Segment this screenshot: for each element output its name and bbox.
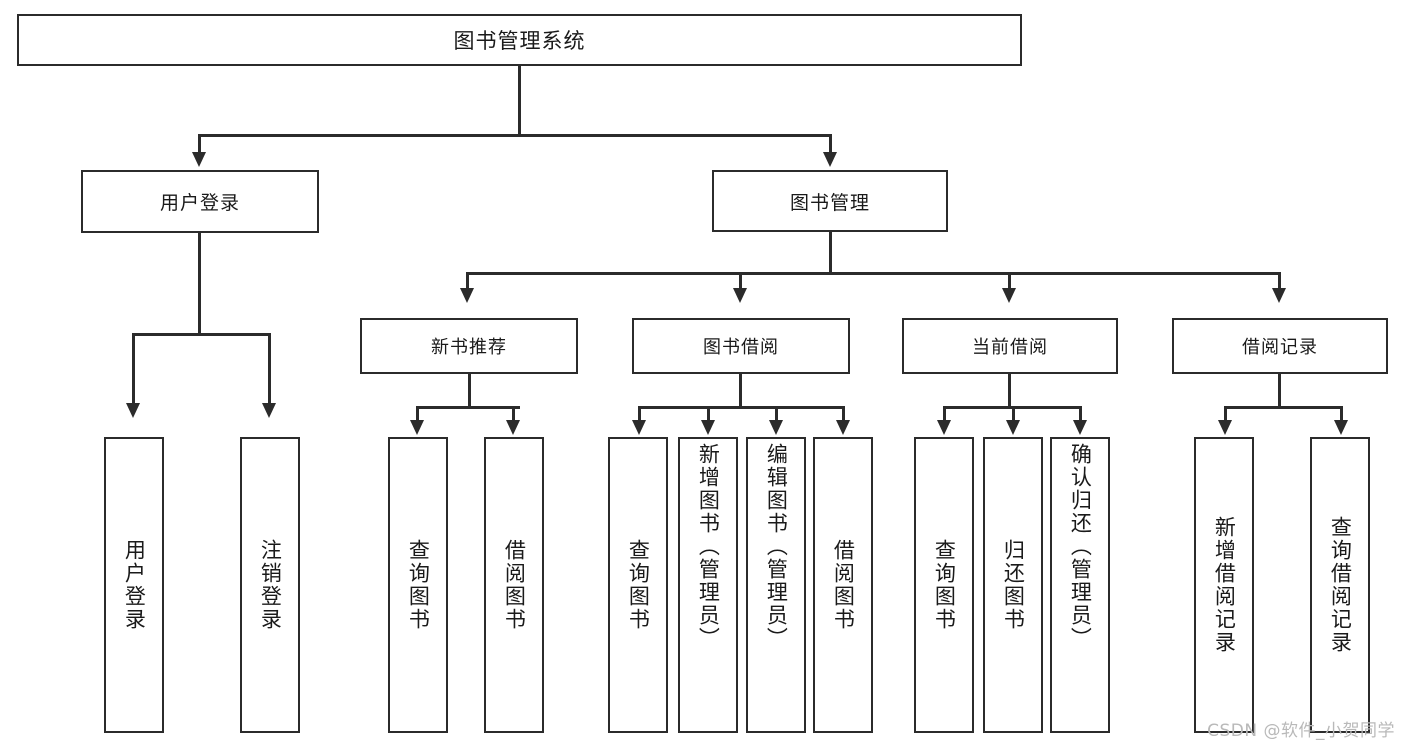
connector-book-borrow-bus bbox=[638, 406, 844, 409]
arrow-leaf-new-book-2 bbox=[506, 420, 520, 435]
node-root-system[interactable]: 图书管理系统 bbox=[17, 14, 1022, 66]
connector-book-borrow-drop-4 bbox=[842, 406, 845, 422]
leaf-book-borrow-query-books[interactable]: 查询图书 bbox=[608, 437, 668, 733]
arrow-to-book-borrow bbox=[733, 288, 747, 303]
node-book-management[interactable]: 图书管理 bbox=[712, 170, 948, 232]
arrow-leaf-book-borrow-2 bbox=[701, 420, 715, 435]
leaf-book-borrow-add-book-admin[interactable]: 新增图书（管理员） bbox=[678, 437, 738, 733]
arrow-to-new-book-recommend bbox=[460, 288, 474, 303]
leaf-current-borrow-confirm-return-admin[interactable]: 确认归还（管理员） bbox=[1050, 437, 1110, 733]
connector-book-borrow-drop-3 bbox=[775, 406, 778, 422]
connector-current-borrow-drop-2 bbox=[1012, 406, 1015, 422]
leaf-borrow-record-add-record[interactable]: 新增借阅记录 bbox=[1194, 437, 1254, 733]
connector-root-to-user-login bbox=[198, 134, 201, 156]
arrow-leaf-current-borrow-1 bbox=[937, 420, 951, 435]
connector-book-mgmt-bus bbox=[466, 272, 1280, 275]
leaf-label: 用户登录 bbox=[122, 539, 147, 631]
connector-book-mgmt-drop-4 bbox=[1278, 272, 1281, 290]
node-book-borrow[interactable]: 图书借阅 bbox=[632, 318, 850, 374]
leaf-label: 确认归还（管理员） bbox=[1068, 443, 1093, 650]
node-label: 借阅记录 bbox=[1242, 337, 1318, 358]
leaf-label: 借阅图书 bbox=[831, 539, 856, 631]
connector-book-borrow-stem bbox=[739, 374, 742, 408]
leaf-book-borrow-edit-book-admin[interactable]: 编辑图书（管理员） bbox=[746, 437, 806, 733]
connector-user-login-drop-2 bbox=[268, 333, 271, 405]
node-label: 图书管理 bbox=[789, 191, 870, 214]
arrow-to-current-borrow bbox=[1002, 288, 1016, 303]
leaf-label: 编辑图书（管理员） bbox=[764, 443, 789, 650]
connector-book-mgmt-stem bbox=[829, 232, 832, 274]
connector-book-mgmt-drop-1 bbox=[466, 272, 469, 290]
connector-book-borrow-drop-2 bbox=[707, 406, 710, 422]
leaf-label: 查询图书 bbox=[626, 539, 651, 631]
arrow-leaf-user-login-2 bbox=[262, 403, 276, 418]
leaf-label: 借阅图书 bbox=[502, 539, 527, 631]
arrow-leaf-borrow-record-1 bbox=[1218, 420, 1232, 435]
connector-new-book-stem bbox=[468, 374, 471, 408]
node-user-login[interactable]: 用户登录 bbox=[81, 170, 319, 233]
leaf-label: 查询图书 bbox=[406, 539, 431, 631]
node-label: 用户登录 bbox=[159, 192, 240, 214]
node-current-borrow[interactable]: 当前借阅 bbox=[902, 318, 1118, 374]
leaf-user-login-login[interactable]: 用户登录 bbox=[104, 437, 164, 733]
connector-new-book-drop-1 bbox=[416, 406, 419, 422]
connector-new-book-bus bbox=[416, 406, 520, 409]
connector-book-borrow-drop-1 bbox=[638, 406, 641, 422]
csdn-watermark: CSDN @软件_小贺同学 bbox=[1207, 721, 1395, 741]
leaf-user-login-logout[interactable]: 注销登录 bbox=[240, 437, 300, 733]
node-new-book-recommend[interactable]: 新书推荐 bbox=[360, 318, 578, 374]
arrow-to-book-mgmt bbox=[823, 152, 837, 167]
connector-root-bus bbox=[198, 134, 832, 137]
leaf-new-book-borrow-books[interactable]: 借阅图书 bbox=[484, 437, 544, 733]
leaf-label: 查询借阅记录 bbox=[1328, 516, 1353, 654]
connector-current-borrow-bus bbox=[943, 406, 1079, 409]
connector-current-borrow-drop-3 bbox=[1079, 406, 1082, 422]
node-label: 图书管理系统 bbox=[453, 29, 586, 53]
connector-current-borrow-drop-1 bbox=[943, 406, 946, 422]
arrow-leaf-current-borrow-2 bbox=[1006, 420, 1020, 435]
leaf-label: 归还图书 bbox=[1001, 539, 1026, 631]
connector-borrow-record-bus bbox=[1224, 406, 1342, 409]
connector-root-stem bbox=[518, 66, 521, 136]
arrow-to-borrow-record bbox=[1272, 288, 1286, 303]
node-borrow-record[interactable]: 借阅记录 bbox=[1172, 318, 1388, 374]
leaf-current-borrow-query-books[interactable]: 查询图书 bbox=[914, 437, 974, 733]
arrow-leaf-book-borrow-3 bbox=[769, 420, 783, 435]
connector-root-to-book-mgmt bbox=[829, 134, 832, 156]
leaf-label: 新增借阅记录 bbox=[1212, 516, 1237, 654]
arrow-leaf-borrow-record-2 bbox=[1334, 420, 1348, 435]
leaf-borrow-record-query-record[interactable]: 查询借阅记录 bbox=[1310, 437, 1370, 733]
leaf-new-book-query-books[interactable]: 查询图书 bbox=[388, 437, 448, 733]
connector-borrow-record-stem bbox=[1278, 374, 1281, 408]
node-label: 新书推荐 bbox=[431, 337, 507, 358]
arrow-leaf-new-book-1 bbox=[410, 420, 424, 435]
leaf-label: 注销登录 bbox=[258, 539, 283, 631]
connector-book-mgmt-drop-2 bbox=[739, 272, 742, 290]
connector-new-book-drop-2 bbox=[512, 406, 515, 422]
leaf-current-borrow-return-books[interactable]: 归还图书 bbox=[983, 437, 1043, 733]
node-label: 当前借阅 bbox=[972, 337, 1048, 358]
arrow-leaf-book-borrow-1 bbox=[632, 420, 646, 435]
connector-user-login-drop-1 bbox=[132, 333, 135, 405]
connector-book-mgmt-drop-3 bbox=[1008, 272, 1011, 290]
leaf-label: 新增图书（管理员） bbox=[696, 443, 721, 650]
arrow-leaf-current-borrow-3 bbox=[1073, 420, 1087, 435]
connector-user-login-stem bbox=[198, 233, 201, 335]
arrow-leaf-book-borrow-4 bbox=[836, 420, 850, 435]
connector-user-login-bus bbox=[132, 333, 270, 336]
connector-borrow-record-drop-2 bbox=[1340, 406, 1343, 422]
arrow-to-user-login bbox=[192, 152, 206, 167]
connector-current-borrow-stem bbox=[1008, 374, 1011, 408]
node-label: 图书借阅 bbox=[703, 337, 779, 358]
leaf-book-borrow-borrow-books[interactable]: 借阅图书 bbox=[813, 437, 873, 733]
connector-borrow-record-drop-1 bbox=[1224, 406, 1227, 422]
arrow-leaf-user-login-1 bbox=[126, 403, 140, 418]
leaf-label: 查询图书 bbox=[932, 539, 957, 631]
